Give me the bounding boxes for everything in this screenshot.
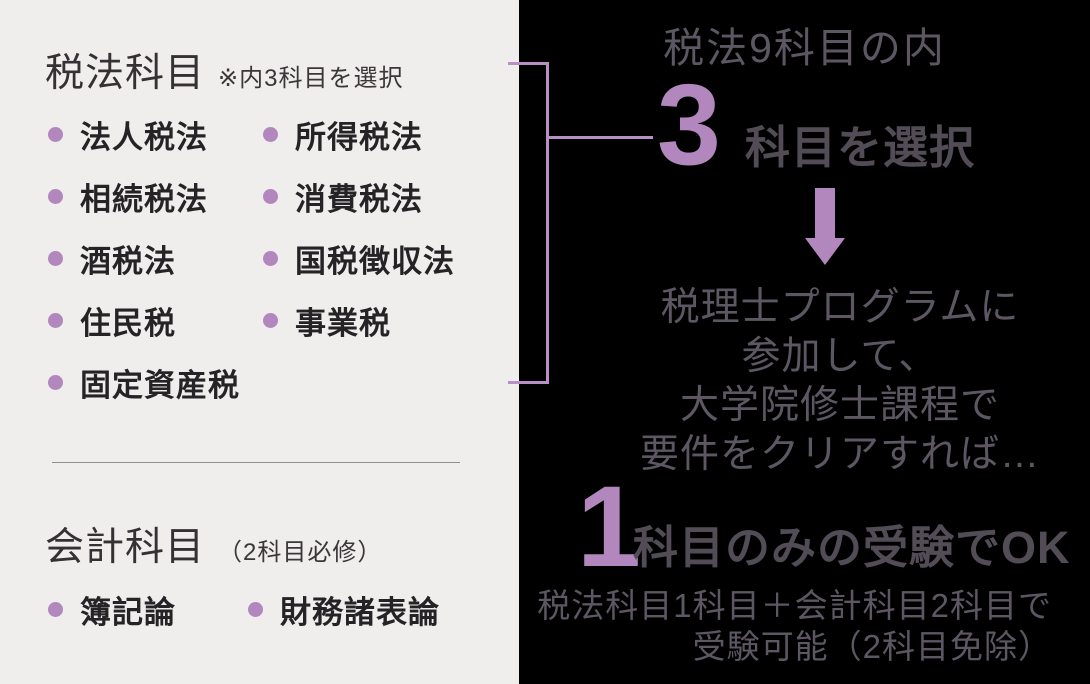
bullet-icon	[248, 601, 263, 617]
tax-subjects-note: ※内3科目を選択	[218, 65, 404, 92]
program-description-line: 参加して、	[741, 335, 939, 378]
program-description: 税理士プログラムに 参加して、 大学院修士課程で 要件をクリアすれば…	[590, 283, 1090, 479]
selection-bracket-line	[546, 62, 549, 384]
tax-subjects-title: 税法科目	[45, 52, 206, 95]
accounting-subjects-list: 簿記論 財務諸表論	[48, 578, 440, 640]
exam-caption-line: 税法科目1科目＋会計科目2科目で	[537, 587, 1052, 624]
tax-subject-item: 法人税法	[48, 103, 263, 165]
tax-subject-item: 国税徴収法	[263, 227, 455, 289]
bullet-icon	[48, 312, 63, 328]
tax-subject-item: 相続税法	[48, 165, 263, 227]
program-description-line: 要件をクリアすれば…	[639, 433, 1040, 476]
tax-subject-label: 住民税	[80, 305, 176, 341]
tax-subject-label: 所得税法	[295, 119, 423, 155]
accounting-subject-item: 簿記論	[48, 578, 248, 640]
selection-bracket-top-tick	[508, 62, 549, 65]
tax-subject-item: 消費税法	[263, 165, 455, 227]
down-arrow-icon	[805, 188, 845, 265]
tax-subject-item: 固定資産税	[48, 351, 263, 413]
bullet-icon	[263, 126, 278, 142]
tax-subjects-list: 法人税法 所得税法 相続税法 消費税法 酒税法 国税徴収法 住民税 事業税 固定…	[48, 103, 455, 413]
accounting-subjects-title: 会計科目	[45, 526, 206, 569]
bullet-icon	[48, 126, 63, 142]
selection-bracket-bottom-tick	[508, 381, 549, 384]
selection-bracket-connector	[546, 136, 653, 139]
bullet-icon	[48, 188, 63, 204]
select-count-text: 科目を選択	[745, 122, 976, 174]
select-count-number: 3	[657, 61, 721, 189]
subjects-panel: 税法科目 ※内3科目を選択 法人税法 所得税法 相続税法 消費税法 酒税法 国税…	[0, 0, 519, 684]
bullet-icon	[263, 250, 278, 266]
program-description-line: 税理士プログラムに	[660, 286, 1020, 329]
tax-subject-item: 所得税法	[263, 103, 455, 165]
tax-subjects-header: 税法科目 ※内3科目を選択	[45, 42, 403, 98]
result-count-number: 1	[577, 463, 641, 591]
tax-subject-item: 事業税	[263, 289, 455, 351]
accounting-subject-item: 財務諸表論	[248, 578, 440, 640]
bullet-icon	[263, 188, 278, 204]
bullet-icon	[48, 250, 63, 266]
bullet-icon	[48, 601, 63, 617]
exam-caption-line: 受験可能（2科目免除）	[692, 628, 1052, 665]
result-headline: 1 科目のみの受験でOK	[577, 463, 1071, 591]
program-description-line: 大学院修士課程で	[679, 384, 1000, 427]
tax-subject-label: 消費税法	[295, 181, 423, 217]
result-count-text: 科目のみの受験でOK	[633, 522, 1071, 574]
accounting-subject-label: 財務諸表論	[280, 594, 440, 630]
exam-caption: 税法科目1科目＋会計科目2科目で 受験可能（2科目免除）	[537, 585, 1052, 667]
tax-subject-label: 相続税法	[80, 181, 208, 217]
accounting-subject-label: 簿記論	[80, 594, 176, 630]
tax-subject-item: 酒税法	[48, 227, 263, 289]
bullet-icon	[263, 312, 278, 328]
explanation-panel: 税法9科目の内 3 科目を選択 税理士プログラムに 参加して、 大学院修士課程で…	[508, 0, 1090, 684]
tax-subject-label: 固定資産税	[80, 367, 240, 403]
tax-subject-item: 住民税	[48, 289, 263, 351]
intro-text: 税法9科目の内	[663, 25, 946, 71]
bullet-icon	[48, 374, 63, 390]
tax-subject-label: 事業税	[295, 305, 391, 341]
accounting-subjects-header: 会計科目 （2科目必修）	[45, 516, 382, 572]
section-divider	[52, 462, 460, 463]
tax-subject-label: 酒税法	[80, 243, 176, 279]
select-headline: 3 科目を選択	[657, 61, 976, 189]
accounting-subjects-note: （2科目必修）	[218, 539, 383, 566]
tax-subject-label: 国税徴収法	[295, 243, 455, 279]
tax-subject-label: 法人税法	[80, 119, 208, 155]
